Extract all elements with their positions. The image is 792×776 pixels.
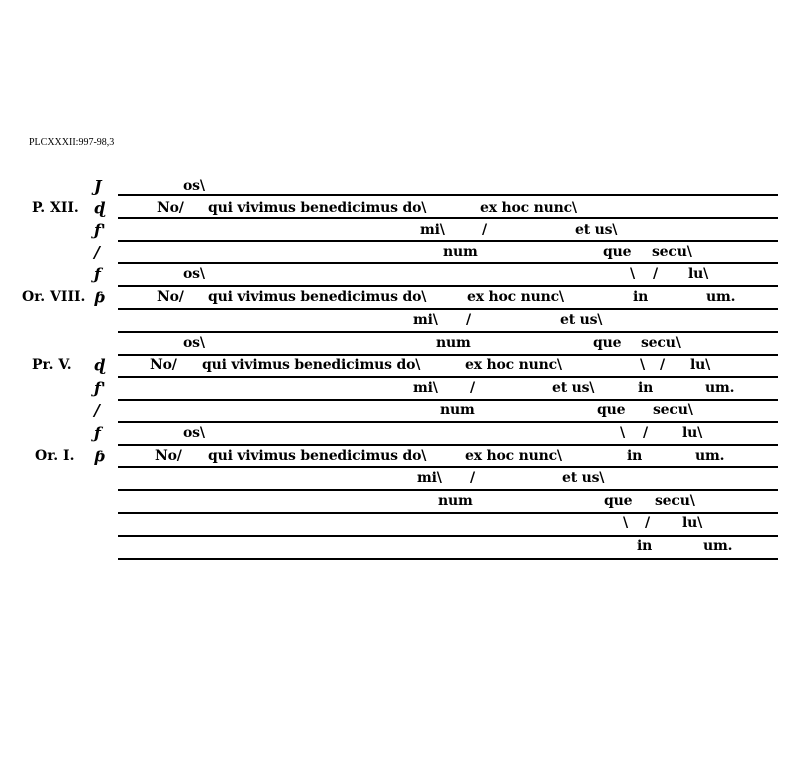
syllable-text: lu\ [682,425,703,441]
syllable-text: um. [705,380,735,396]
syllable-text: No/ [157,289,184,305]
syllable-text: in [627,448,643,464]
syllable-text: et us\ [560,312,603,328]
syllable-text: ex hoc nunc\ [480,200,577,216]
source-reference: PLCXXXII:997-98,3 [29,137,115,148]
clef-icon: J [94,176,102,196]
syllable-text: et us\ [575,222,618,238]
syllable-text: \ [623,515,628,531]
staff-line [118,512,778,514]
syllable-text: mi\ [417,470,442,486]
syllable-text: qui vivimus benedicimus do\ [208,289,427,305]
syllable-text: mi\ [420,222,445,238]
syllable-text: No/ [150,357,177,373]
syllable-text: / [470,470,475,486]
syllable-text: / [643,425,648,441]
syllable-text: secu\ [653,402,693,418]
mode-label: Or. I. [35,448,75,464]
syllable-text: num [436,335,471,351]
clef-icon: ƥ [94,446,106,466]
syllable-text: / [653,266,658,282]
staff-line [118,240,778,242]
syllable-text: os\ [183,335,205,351]
syllable-text: lu\ [682,515,703,531]
staff-line [118,376,778,378]
syllable-text: / [470,380,475,396]
syllable-text: ex hoc nunc\ [467,289,564,305]
syllable-text: que [603,244,632,260]
clef-icon: ƒ' [94,220,106,240]
syllable-text: No/ [157,200,184,216]
syllable-text: mi\ [413,380,438,396]
staff-line [118,399,778,401]
staff-line [118,558,778,560]
syllable-text: os\ [183,178,205,194]
syllable-text: in [638,380,654,396]
staff-line [118,535,778,537]
clef-icon: ƒ [94,264,101,284]
clef-icon: ƒ [94,423,101,443]
syllable-text: secu\ [655,493,695,509]
syllable-text: secu\ [652,244,692,260]
syllable-text: ex hoc nunc\ [465,357,562,373]
syllable-text: num [443,244,478,260]
staff-line [118,421,778,423]
staff-line [118,444,778,446]
staff-line [118,331,778,333]
staff-line [118,194,778,196]
mode-label: Pr. V. [32,357,72,373]
syllable-text: lu\ [690,357,711,373]
syllable-text: secu\ [641,335,681,351]
syllable-text: in [637,538,653,554]
syllable-text: que [597,402,626,418]
syllable-text: / [660,357,665,373]
syllable-text: qui vivimus benedicimus do\ [208,448,427,464]
syllable-text: ex hoc nunc\ [465,448,562,464]
syllable-text: in [633,289,649,305]
syllable-text: que [604,493,633,509]
syllable-text: / [466,312,471,328]
mode-label: P. XII. [32,200,79,216]
staff-line [118,466,778,468]
syllable-text: et us\ [552,380,595,396]
syllable-text: \ [620,425,625,441]
clef-icon: ɖ [94,355,106,375]
clef-icon: ɖ [94,198,106,218]
syllable-text: num [438,493,473,509]
syllable-text: que [593,335,622,351]
clef-icon: ƒ' [94,378,106,398]
syllable-text: / [645,515,650,531]
syllable-text: No/ [155,448,182,464]
syllable-text: \ [640,357,645,373]
syllable-text: num [440,402,475,418]
syllable-text: mi\ [413,312,438,328]
syllable-text: os\ [183,266,205,282]
syllable-text: qui vivimus benedicimus do\ [202,357,421,373]
staff-line [118,354,778,356]
syllable-text: et us\ [562,470,605,486]
staff-line [118,217,778,219]
syllable-text: qui vivimus benedicimus do\ [208,200,427,216]
syllable-text: um. [695,448,725,464]
staff-line [118,262,778,264]
clef-icon: / [94,242,100,262]
syllable-text: os\ [183,425,205,441]
mode-label: Or. VIII. [22,289,86,305]
clef-icon: ƥ [94,287,106,307]
clef-icon: / [94,400,100,420]
staff-line [118,285,778,287]
syllable-text: um. [703,538,733,554]
syllable-text: um. [706,289,736,305]
syllable-text: / [482,222,487,238]
staff-line [118,308,778,310]
syllable-text: lu\ [688,266,709,282]
staff-line [118,489,778,491]
syllable-text: \ [630,266,635,282]
